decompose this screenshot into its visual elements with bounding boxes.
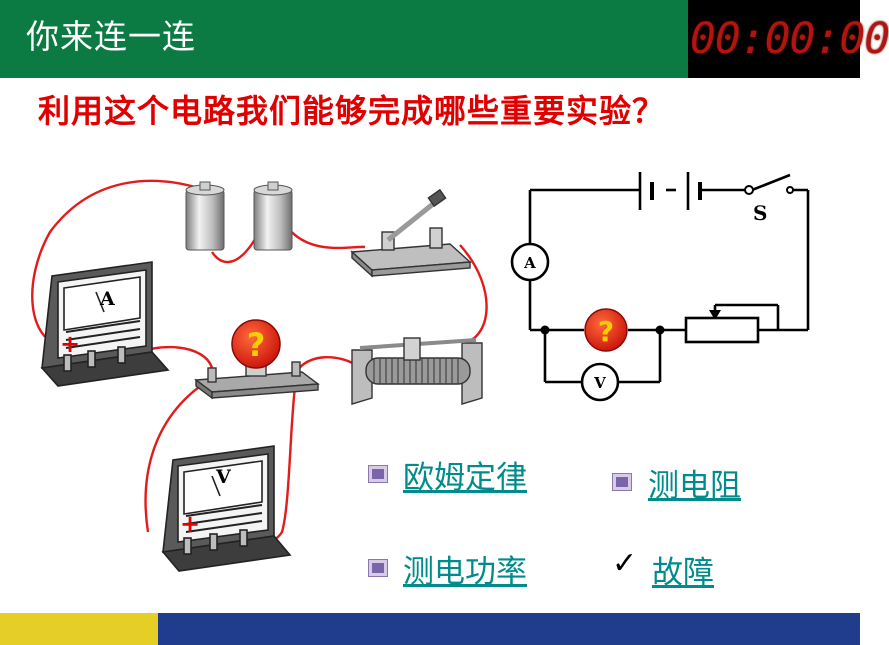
bullet-icon bbox=[368, 559, 388, 577]
question-text: 利用这个电路我们能够完成哪些重要实验？ bbox=[38, 92, 666, 130]
knife-switch bbox=[350, 188, 472, 278]
unknown-element-icon bbox=[584, 308, 628, 352]
link-fault[interactable]: 故障 bbox=[652, 555, 714, 591]
switch-contact bbox=[744, 185, 754, 195]
circuit-illustration: A + V + ? bbox=[31, 172, 810, 572]
page-title: 你来连一连 bbox=[26, 17, 196, 56]
junction-dot bbox=[655, 325, 665, 335]
rheostat bbox=[351, 337, 483, 405]
ammeter-label: A bbox=[99, 288, 115, 310]
voltmeter-label: V bbox=[215, 466, 232, 488]
ammeter bbox=[40, 261, 170, 387]
rheostat-symbol bbox=[684, 316, 760, 344]
schematic-question-mark: ? bbox=[598, 315, 614, 348]
bulb-question-mark: ? bbox=[247, 326, 266, 364]
link-ohms-law[interactable]: 欧姆定律 bbox=[403, 460, 527, 496]
switch-contact bbox=[786, 186, 794, 194]
switch-label: S bbox=[753, 201, 767, 225]
voltmeter bbox=[161, 445, 292, 572]
ammeter-plus-sign: + bbox=[60, 330, 80, 358]
unknown-bulb-icon bbox=[231, 319, 281, 369]
link-measure-power[interactable]: 测电功率 bbox=[403, 554, 527, 590]
circuit-schematic bbox=[528, 172, 810, 384]
schematic-ammeter-label: A bbox=[523, 254, 536, 272]
bullet-icon bbox=[612, 473, 632, 491]
check-icon: ✓ bbox=[612, 546, 638, 581]
slider-arrow-icon bbox=[709, 310, 721, 320]
voltmeter-symbol bbox=[580, 362, 620, 402]
voltmeter-plus-sign: + bbox=[180, 510, 200, 538]
junction-dot bbox=[540, 325, 550, 335]
bulb-holder bbox=[194, 359, 320, 400]
battery-cells bbox=[185, 181, 293, 251]
link-measure-resistance[interactable]: 测电阻 bbox=[648, 468, 741, 504]
ammeter-symbol bbox=[510, 242, 550, 282]
footer-bar-accent bbox=[0, 613, 158, 645]
schematic-voltmeter-label: V bbox=[593, 374, 606, 392]
footer-bar bbox=[158, 613, 860, 645]
countdown-timer: 00:00:00 bbox=[688, 0, 889, 78]
title-bar: 你来连一连 bbox=[0, 0, 688, 78]
timer-display: 00:00:00 bbox=[690, 14, 889, 64]
bullet-icon bbox=[368, 465, 388, 483]
